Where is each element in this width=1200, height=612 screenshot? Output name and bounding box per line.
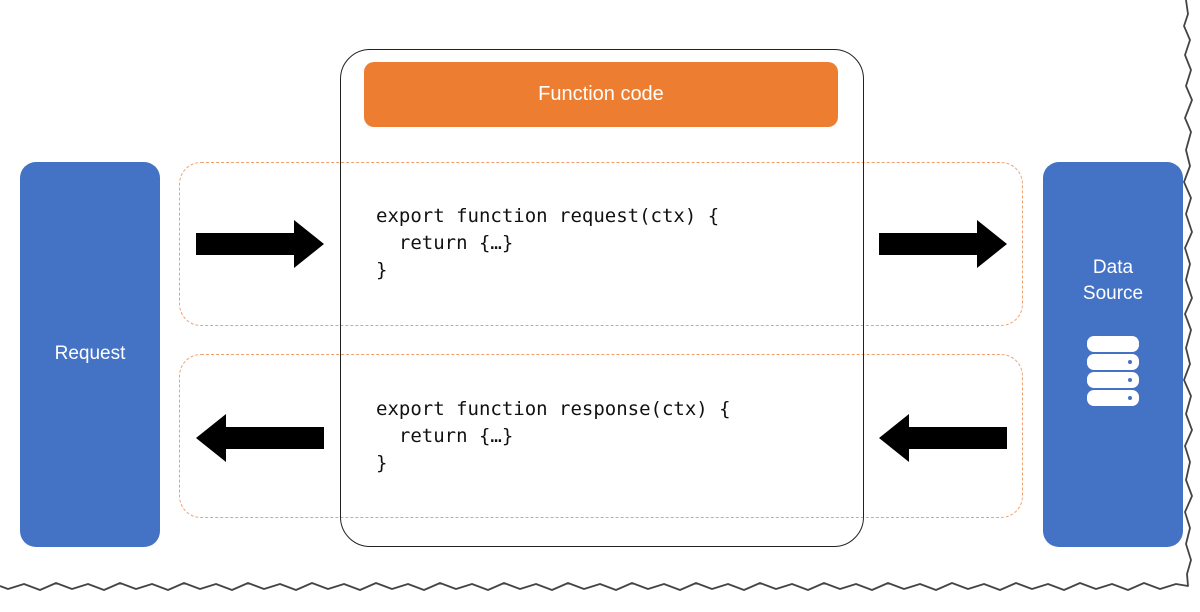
code-line: return {…} xyxy=(376,425,514,447)
code-line: } xyxy=(376,452,388,474)
request-label: Request xyxy=(54,343,126,364)
database-icon xyxy=(1087,336,1139,406)
code-line: export function request(ctx) { xyxy=(376,205,720,227)
code-line: export function response(ctx) { xyxy=(376,398,731,420)
data-source-label-line1: Data xyxy=(1092,257,1134,278)
left-arrow-icon xyxy=(196,414,324,462)
data-source-label-line2: Source xyxy=(1082,283,1144,304)
code-line: return {…} xyxy=(376,232,514,254)
response-flow-region xyxy=(179,354,1023,518)
function-code-header: Function code xyxy=(364,62,838,127)
right-arrow-icon xyxy=(879,220,1007,268)
response-handler-code: export function response(ctx) { return {… xyxy=(376,396,731,477)
code-line: } xyxy=(376,259,388,281)
request-flow-region xyxy=(179,162,1023,326)
left-arrow-icon xyxy=(879,414,1007,462)
request-box: Request xyxy=(20,162,160,547)
request-handler-code: export function request(ctx) { return {…… xyxy=(376,203,719,284)
right-arrow-icon xyxy=(196,220,324,268)
function-box xyxy=(340,49,864,547)
data-source-box: Data Source xyxy=(1043,162,1183,547)
